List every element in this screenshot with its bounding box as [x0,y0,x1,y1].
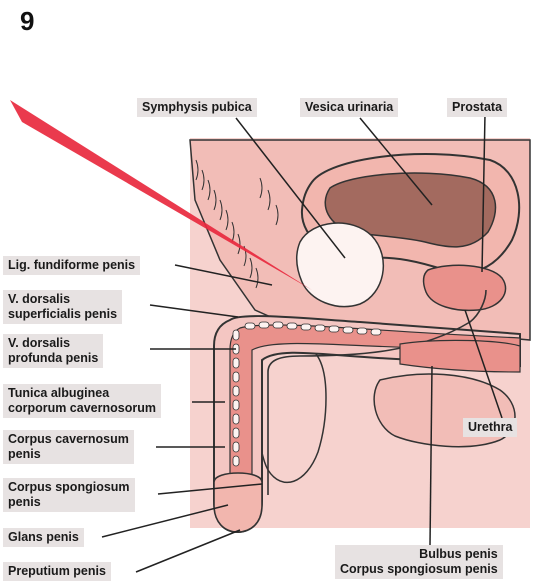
label-text: Glans penis [8,530,79,545]
symphysis-bone [297,223,384,306]
label-text: corporum cavernosorum [8,401,156,416]
label-urethra: Urethra [463,418,517,437]
label-glans-penis: Glans penis [3,528,84,547]
label-text: penis [8,495,130,510]
label-text: Bulbus penis [340,547,498,562]
glans [214,473,262,532]
label-text: profunda penis [8,351,98,366]
label-text: penis [8,447,129,462]
label-text: superficialis penis [8,307,117,322]
label-text: Symphysis pubica [142,100,252,115]
label-symphysis-pubica: Symphysis pubica [137,98,257,117]
label-text: Tunica albuginea [8,386,156,401]
label-text: Corpus spongiosum penis [340,562,498,577]
label-text: Preputium penis [8,564,106,579]
label-text: Vesica urinaria [305,100,393,115]
label-text: V. dorsalis [8,336,98,351]
label-lig-fundiforme: Lig. fundiforme penis [3,256,140,275]
label-text: Corpus cavernosum [8,432,129,447]
label-text: Prostata [452,100,502,115]
figure-number: 9 [20,6,34,37]
label-text: Urethra [468,420,512,435]
label-text: Corpus spongiosum [8,480,130,495]
label-vesica-urinaria: Vesica urinaria [300,98,398,117]
label-text: Lig. fundiforme penis [8,258,135,273]
label-text: V. dorsalis [8,292,117,307]
label-preputium-penis: Preputium penis [3,562,111,581]
label-prostata: Prostata [447,98,507,117]
